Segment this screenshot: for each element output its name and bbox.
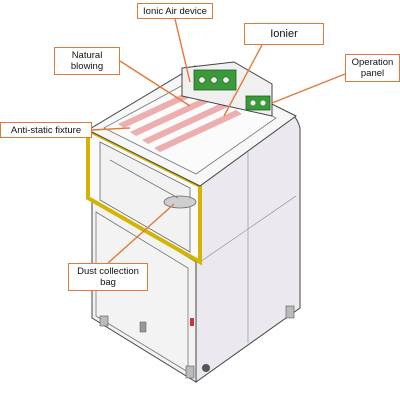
callout-dust-collection-bag: Dust collection bag xyxy=(68,263,148,291)
foot xyxy=(99,315,109,327)
operation-button-icon xyxy=(260,100,266,106)
leader-anti-static xyxy=(91,127,131,131)
leader-dust-bag xyxy=(107,203,175,264)
pink-strip xyxy=(130,94,218,136)
leader-lines xyxy=(91,18,346,264)
foot xyxy=(185,365,195,379)
pink-strip xyxy=(142,102,230,144)
door-latch xyxy=(139,321,147,333)
leader-operation-panel xyxy=(271,73,346,104)
side-panel-mid-line xyxy=(199,195,297,263)
callout-natural-blowing: Natural blowing xyxy=(54,47,120,75)
callout-ionic-air-device: Ionic Air device xyxy=(137,3,213,19)
operation-button-icon xyxy=(250,100,256,106)
operation-buttons xyxy=(245,95,271,111)
control-knob-icon xyxy=(198,76,206,84)
dust-bag-opening xyxy=(163,195,197,209)
leveling-feet xyxy=(99,305,295,379)
callout-operation-panel: Operation panel xyxy=(345,54,400,82)
control-knob-icon xyxy=(222,76,230,84)
leader-ionic-air xyxy=(174,18,191,83)
callout-ionier: Ionier xyxy=(244,23,324,45)
inner-shelf-line xyxy=(109,159,179,199)
foot xyxy=(285,305,295,319)
callout-anti-static-fixture: Anti-static fixture xyxy=(0,122,92,138)
control-knob-icon xyxy=(210,76,218,84)
door-indicator xyxy=(190,318,194,326)
pink-strip xyxy=(154,110,242,152)
leader-natural-blowing xyxy=(119,60,191,107)
leader-ionier xyxy=(223,44,263,117)
caster-wheel xyxy=(202,364,210,372)
front-window-opening xyxy=(99,141,191,253)
